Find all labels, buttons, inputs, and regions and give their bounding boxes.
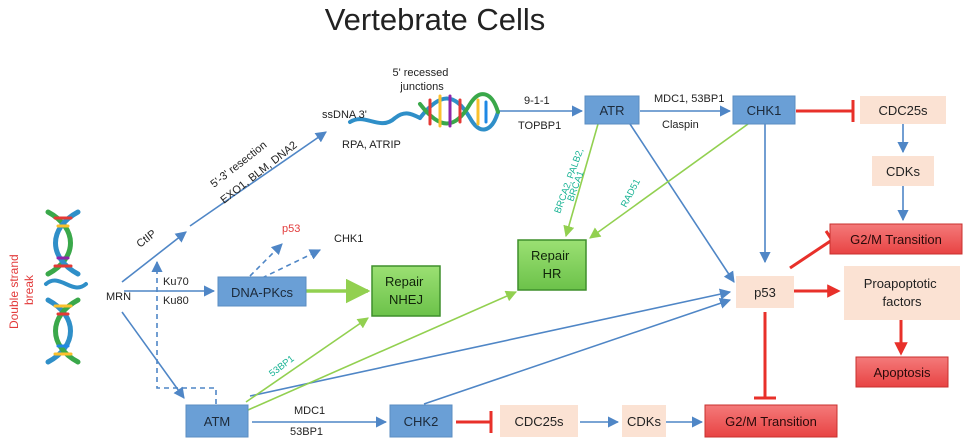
node-repair-hr: Repair HR [517,239,587,291]
svg-text:Apoptosis: Apoptosis [873,365,931,380]
chk1-small-label: CHK1 [334,233,363,245]
node-chk1: CHK1 [732,95,796,125]
arrow-atr-p53 [629,123,735,283]
node-atm: ATM [185,404,249,438]
ctip-label: CtIP [134,228,158,251]
nine11-label: 9-1-1 [524,95,550,107]
inhibit-p53-g2m-top [789,238,833,270]
repair-arrows [245,123,749,411]
svg-text:CDC25s: CDC25s [514,414,564,429]
rad51-label: RAD51 [619,177,643,209]
node-g2m-right: G2/M Transition [829,223,963,255]
svg-text:Repair HR: Repair HR [531,248,573,281]
arrow-chk1-hr [589,123,749,239]
svg-text:CDC25s: CDC25s [878,103,928,118]
node-cdc25s-top: CDC25s [860,96,946,124]
ssdna-label: ssDNA 3' [322,109,367,121]
53bp1-bottom-label: 53BP1 [290,426,323,438]
node-chk2: CHK2 [389,404,453,438]
node-apoptosis: Apoptosis [855,356,949,388]
activation-arrows [121,105,909,428]
node-cdc25s-bottom: CDC25s [500,405,578,437]
node-p53: p53 [736,276,794,308]
rpa-atrip-label: RPA, ATRIP [342,139,401,151]
arrow-atm-dashed-ctip [151,260,217,404]
node-g2m-bottom: G2/M Transition [704,404,838,438]
page-title: Vertebrate Cells [325,2,546,37]
arrow-resection-ssdna [189,131,327,227]
svg-text:G2/M Transition: G2/M Transition [850,232,942,247]
ku70-label: Ku70 [163,276,189,288]
svg-text:ATM: ATM [204,414,230,429]
dsb-label: Double strand break [7,251,36,329]
svg-text:CHK1: CHK1 [747,103,782,118]
recessed-junction-label: 5' recessed junctions [393,67,452,93]
node-dnapkcs: DNA-PKcs [217,276,307,307]
svg-text:Proapoptotic factors: Proapoptotic factors [864,276,941,309]
node-cdks-bottom: CDKs [622,405,666,437]
claspin-label: Claspin [662,119,699,131]
arrow-atr-hr [563,123,599,238]
arrow-atm-p53 [249,288,732,397]
arrow-mrn-atm [121,311,185,399]
svg-text:ATR: ATR [599,103,624,118]
svg-text:p53: p53 [754,285,776,300]
topbp1-label: TOPBP1 [518,120,561,132]
node-proapoptotic: Proapoptotic factors [844,266,960,320]
arrow-chk2-p53 [423,297,732,405]
svg-text:CDKs: CDKs [627,414,661,429]
arrow-mrn-ctip [121,231,187,283]
node-cdks-top: CDKs [872,156,934,186]
arrow-dnapkcs-chk1 [261,249,322,279]
svg-text:Repair NHEJ: Repair NHEJ [385,274,427,307]
node-repair-nhej: Repair NHEJ [371,265,441,317]
svg-text:DNA-PKcs: DNA-PKcs [231,285,294,300]
svg-text:G2/M Transition: G2/M Transition [725,414,817,429]
node-atr: ATR [584,95,640,125]
mdc1-bottom-label: MDC1 [294,405,325,417]
svg-text:CDKs: CDKs [886,164,920,179]
ssdna-helix-icon [348,92,500,132]
svg-text:CHK2: CHK2 [404,414,439,429]
arrow-dnapkcs-p53 [249,243,283,277]
53bp1-green-label: 53BP1 [267,353,296,379]
p53-small-label: p53 [282,223,300,235]
mdc1-53bp1-top-label: MDC1, 53BP1 [654,93,724,105]
mrn-label: MRN [106,291,131,303]
dna-double-strand-break-icon [44,209,88,365]
arrow-atm-hr [247,290,518,411]
arrow-atm-nhej [245,317,369,403]
ku80-label: Ku80 [163,295,189,307]
